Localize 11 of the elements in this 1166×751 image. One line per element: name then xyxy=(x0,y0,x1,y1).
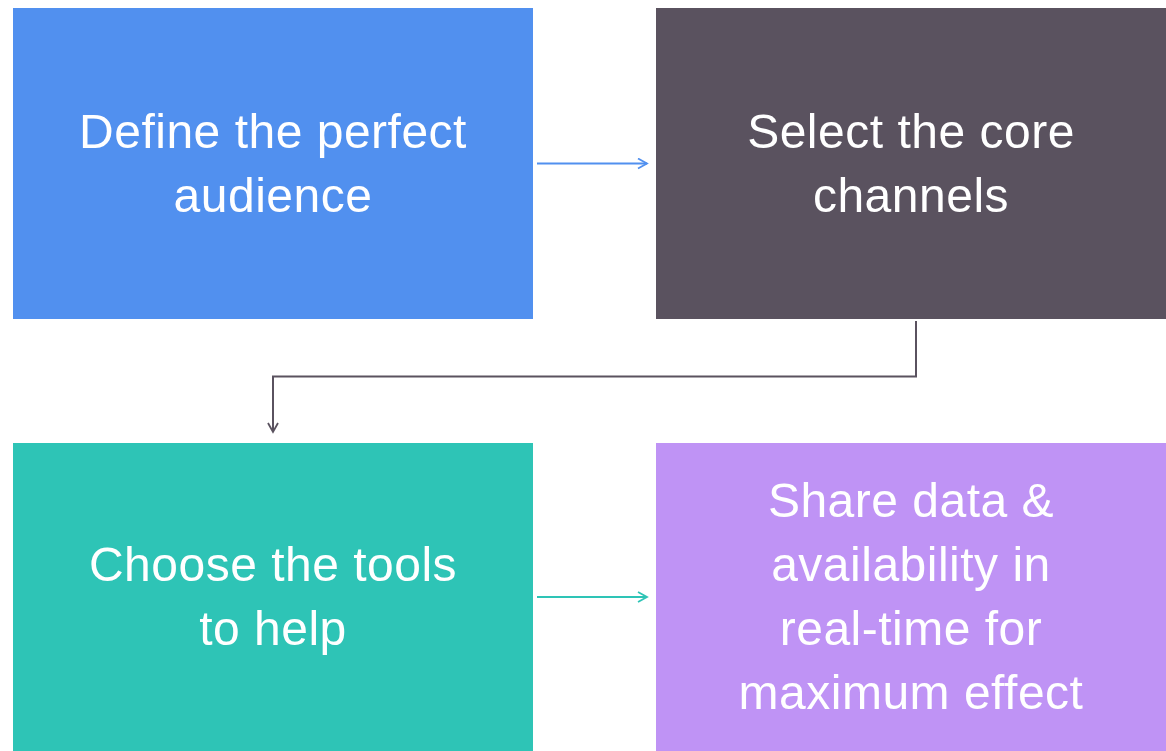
arrow xyxy=(267,320,917,433)
arrow xyxy=(536,591,648,603)
step-label: Choose the tools to help xyxy=(87,537,459,657)
process-box xyxy=(13,8,533,319)
process-box xyxy=(656,443,1166,751)
step-label: Define the perfect audience xyxy=(78,103,468,224)
process-box xyxy=(13,443,533,751)
arrow xyxy=(536,157,648,170)
process-box xyxy=(656,8,1166,319)
step-label: Select the core channels xyxy=(746,103,1076,224)
step-label: Share data & availability in real-time for maximum effect xyxy=(737,473,1085,721)
